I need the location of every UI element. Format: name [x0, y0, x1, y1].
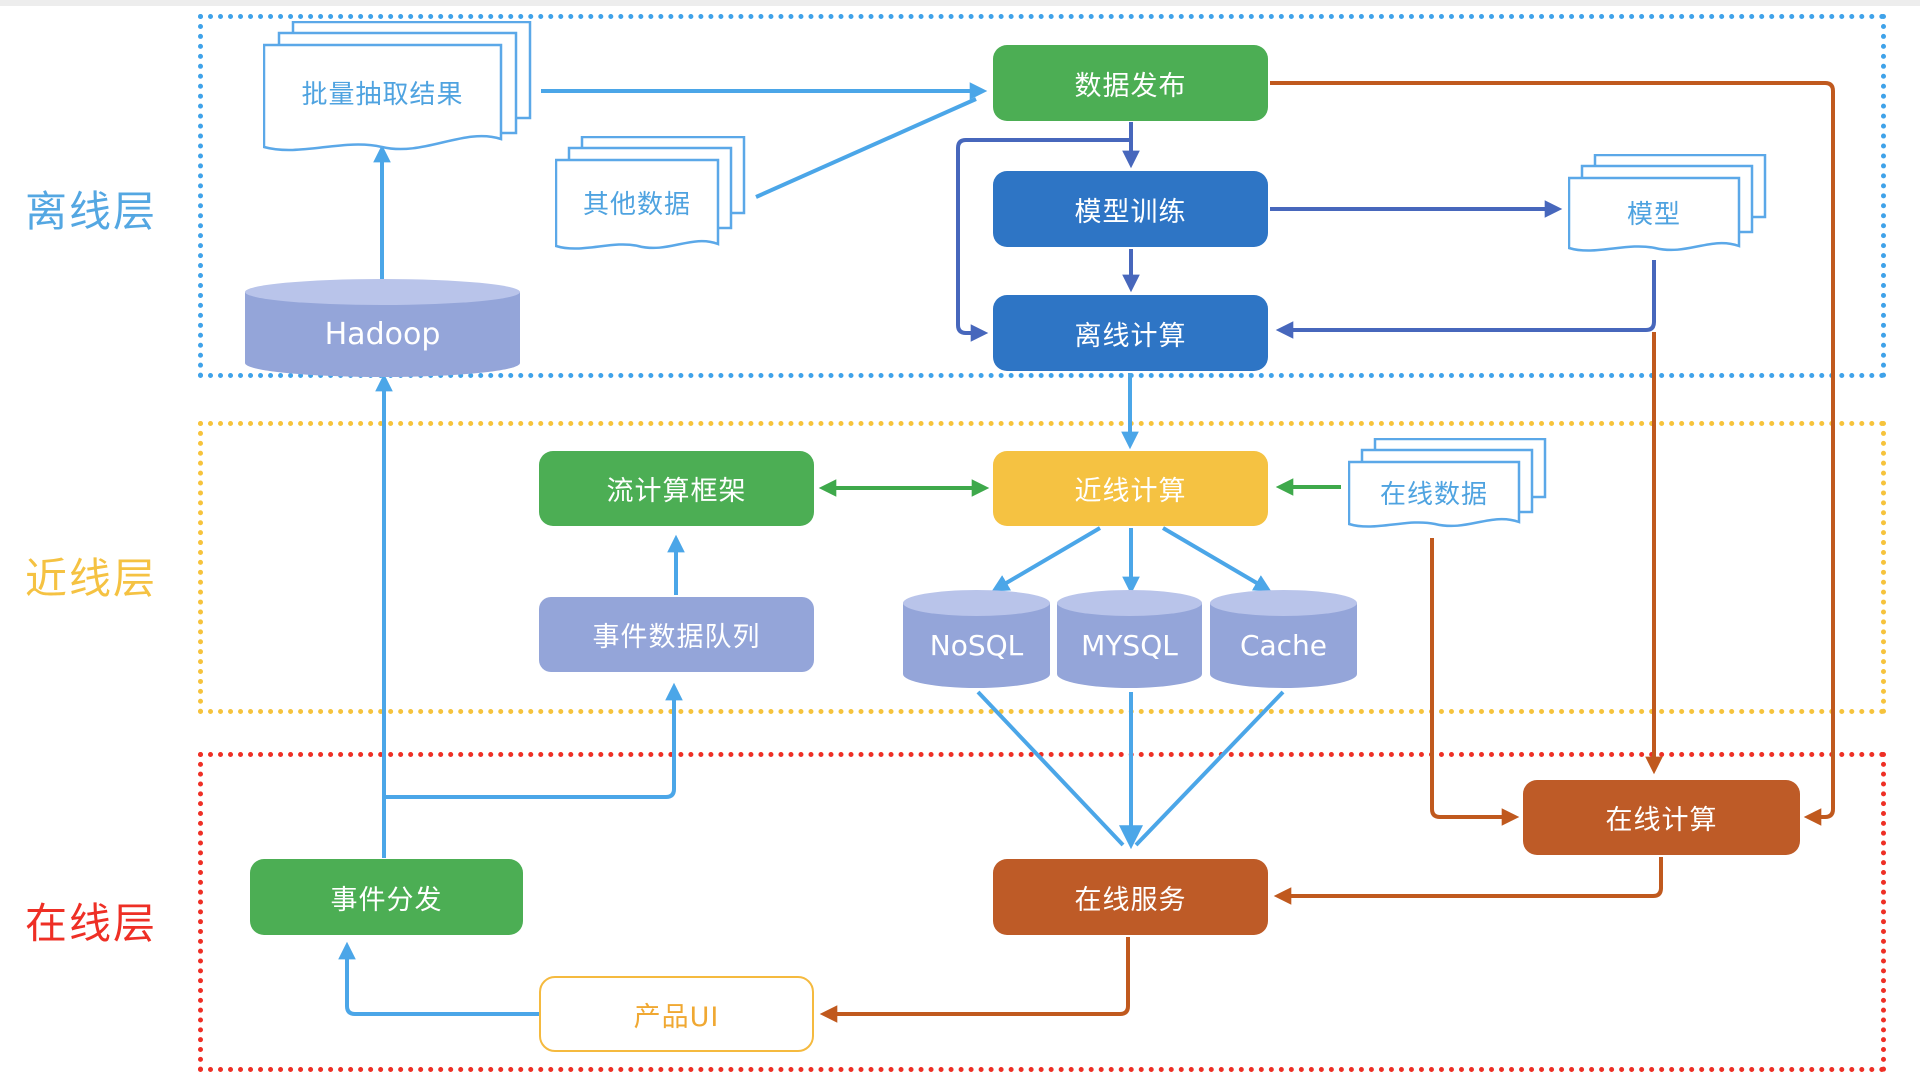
doc-model: 模型 [1568, 154, 1768, 264]
offline-layer-border [198, 14, 1886, 378]
hadoop-cylinder-top [245, 279, 520, 305]
node-nosql: NoSQL [903, 590, 1050, 688]
node-cache: Cache [1210, 590, 1357, 688]
node-stream-framework-label: 流计算框架 [606, 476, 747, 507]
node-hadoop: Hadoop [245, 279, 520, 377]
doc-other-data-label: 其他数据 [582, 189, 691, 220]
doc-online-data-label: 在线数据 [1379, 479, 1488, 510]
node-mysql-label: MYSQL [1081, 629, 1178, 662]
node-event-dispatch: 事件分发 [250, 859, 523, 935]
node-event-dispatch-label: 事件分发 [330, 884, 443, 916]
nosql-cylinder-body [903, 603, 1050, 688]
node-online-service-label: 在线服务 [1074, 884, 1187, 916]
node-hadoop-label: Hadoop [324, 317, 441, 352]
node-nearline-compute: 近线计算 [993, 451, 1268, 526]
node-online-service: 在线服务 [993, 859, 1268, 935]
doc-model-label: 模型 [1626, 199, 1681, 230]
cache-cylinder-body [1210, 603, 1357, 688]
node-model-training-label: 模型训练 [1074, 196, 1187, 228]
node-model-training: 模型训练 [993, 171, 1268, 247]
cache-cylinder-top [1210, 590, 1357, 616]
node-mysql: MYSQL [1057, 590, 1202, 688]
hadoop-cylinder-body [245, 292, 520, 377]
node-online-compute-label: 在线计算 [1605, 805, 1718, 836]
node-online-compute: 在线计算 [1523, 780, 1800, 855]
node-nosql-label: NoSQL [929, 629, 1024, 662]
node-product-ui: 产品UI [539, 976, 814, 1052]
node-event-queue: 事件数据队列 [539, 597, 814, 672]
nosql-cylinder-top [903, 590, 1050, 616]
node-offline-compute-label: 离线计算 [1074, 320, 1187, 352]
node-product-ui-label: 产品UI [633, 1001, 720, 1033]
node-nearline-compute-label: 近线计算 [1074, 476, 1187, 507]
mysql-cylinder-body [1057, 603, 1202, 688]
doc-batch-results: 批量抽取结果 [263, 21, 535, 153]
node-stream-framework: 流计算框架 [539, 451, 814, 526]
node-cache-label: Cache [1239, 629, 1328, 662]
nearline-layer-label: 近线层 [25, 554, 158, 603]
window-edge-strip [0, 0, 1920, 6]
doc-batch-results-label: 批量抽取结果 [301, 79, 464, 110]
offline-layer-label: 离线层 [25, 187, 158, 236]
node-data-publish-label: 数据发布 [1074, 70, 1187, 102]
mysql-cylinder-top [1057, 590, 1202, 616]
node-event-queue-label: 事件数据队列 [592, 622, 761, 653]
online-layer-label: 在线层 [25, 899, 158, 948]
doc-other-data: 其他数据 [555, 136, 747, 264]
doc-online-data: 在线数据 [1348, 438, 1548, 540]
node-offline-compute: 离线计算 [993, 295, 1268, 371]
node-data-publish: 数据发布 [993, 45, 1268, 121]
